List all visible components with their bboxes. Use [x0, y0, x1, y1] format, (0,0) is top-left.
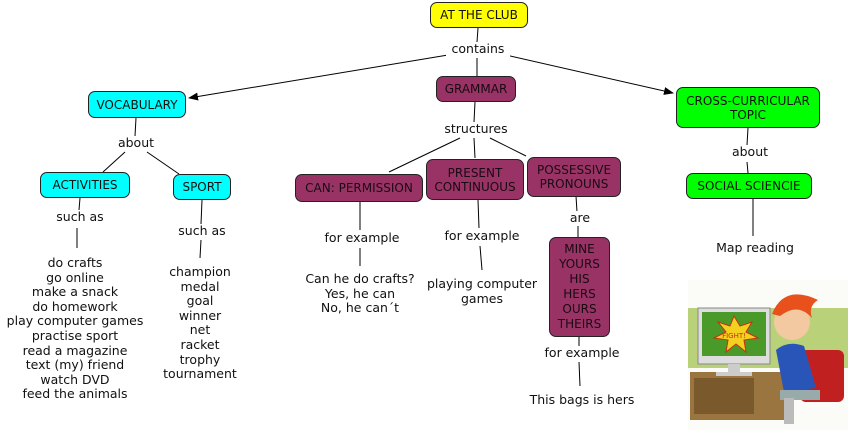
activity-item: do homework: [32, 298, 118, 314]
node-present-continuous[interactable]: PRESENT CONTINUOUS: [426, 159, 524, 200]
node-can-permission[interactable]: CAN: PERMISSION: [295, 174, 423, 202]
link-root-contains: [476, 27, 479, 43]
boy-at-computer-illustration: FIGHT!: [688, 280, 848, 430]
link-label-contains: contains: [446, 41, 510, 57]
sport-item: racket: [180, 336, 220, 352]
link-label-such-as-sport: such as: [172, 223, 232, 239]
possessive-pronouns-example: This bags is hers: [520, 392, 644, 408]
node-social-scienc[interactable]: SOCIAL SCIENCIE: [686, 173, 812, 199]
sport-item: winner: [178, 307, 222, 323]
burst-icon: [712, 314, 760, 354]
activity-item: play computer games: [6, 313, 144, 329]
link-label-such-as-activities: such as: [50, 209, 110, 225]
node-sport[interactable]: SPORT: [173, 174, 231, 200]
link-label-about-cross-curricular: about: [726, 144, 774, 160]
chair: [800, 350, 844, 402]
arrow-to-cross-curricular: [505, 54, 674, 95]
link-label-for-example-present: for example: [440, 228, 524, 244]
activity-item: go online: [46, 269, 104, 285]
node-activities[interactable]: ACTIVITIES: [40, 172, 130, 198]
node-cross-curricular-topic[interactable]: CROSS-CURRICULAR TOPIC: [676, 87, 820, 128]
link-label-for-example-can: for example: [320, 230, 404, 246]
node-possessive-pronouns[interactable]: POSSESSIVE PRONOUNS: [527, 157, 621, 197]
social-science-example: Map reading: [705, 240, 805, 256]
can-example-item: No, he can´t: [320, 300, 400, 316]
link-label-structures: structures: [440, 121, 512, 137]
activity-item: watch DVD: [40, 371, 110, 387]
sport-item: medal: [180, 278, 220, 294]
sport-item: trophy: [179, 351, 221, 367]
activity-item: read a magazine: [22, 342, 128, 358]
sport-item: net: [189, 322, 211, 338]
sport-item: champion: [169, 264, 231, 279]
sport-item: tournament: [163, 366, 237, 382]
node-vocabulary[interactable]: VOCABULARY: [88, 91, 186, 118]
boy-shirt: [776, 343, 816, 392]
link-label-for-example-pronouns: for example: [540, 345, 624, 361]
link-label-are: are: [562, 210, 598, 226]
screen-text: FIGHT!: [722, 332, 746, 340]
can-example-item: Can he do crafts?: [305, 271, 415, 286]
activity-item: text (my) friend: [25, 357, 125, 373]
arrow-to-vocabulary: [188, 54, 449, 101]
sport-item: goal: [186, 293, 214, 309]
activity-item: do crafts: [47, 255, 103, 270]
root-node-at-the-club[interactable]: AT THE CLUB: [430, 2, 528, 28]
activity-item: practise sport: [31, 327, 119, 343]
node-pronoun-list[interactable]: MINE YOURS HIS HERS OURS THEIRS: [549, 237, 610, 337]
activity-item: feed the animals: [22, 386, 128, 402]
node-grammar[interactable]: GRAMMAR: [436, 76, 516, 102]
present-continuous-example: playing computer games: [420, 276, 544, 307]
boy-hair: [772, 294, 818, 318]
link-label-about-vocabulary: about: [112, 135, 160, 151]
can-example-item: Yes, he can: [324, 285, 396, 301]
activity-item: make a snack: [31, 284, 119, 300]
